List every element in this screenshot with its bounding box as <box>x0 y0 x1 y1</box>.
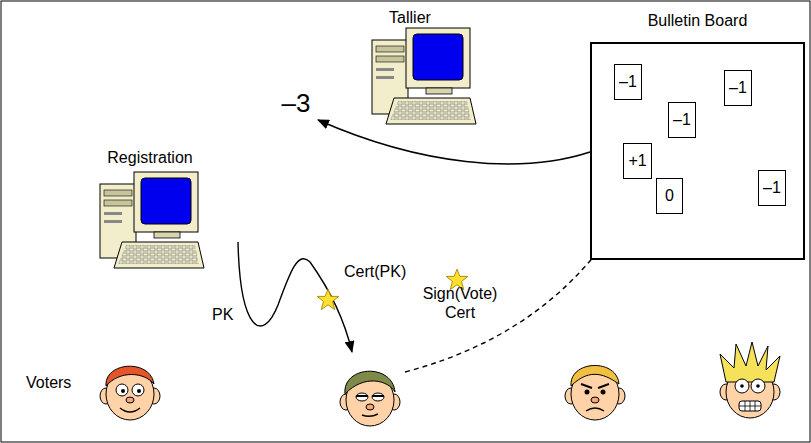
message-label: Sign(Vote) Cert <box>418 284 502 322</box>
tally-arrow <box>318 120 590 164</box>
vote-value: 0 <box>665 187 674 205</box>
tallier-computer <box>372 28 476 124</box>
vote-value: –1 <box>729 79 747 97</box>
voter-face <box>100 366 160 420</box>
registration-loop <box>238 242 352 352</box>
vote-value: +1 <box>628 152 646 170</box>
vote-value: –1 <box>673 111 691 129</box>
bulletin-board: Bulletin Board–1–1–1+1–10 <box>590 42 805 260</box>
computer-label: Registration <box>107 148 192 167</box>
board-title: Bulletin Board <box>592 12 803 30</box>
message-label: Cert(PK) <box>344 262 406 281</box>
voter-face <box>565 365 625 420</box>
registration-computer <box>100 172 204 268</box>
message-label: PK <box>212 305 233 324</box>
vote-value: –1 <box>619 73 637 91</box>
ballot-box: +1 <box>623 143 652 179</box>
group-label: Voters <box>26 373 71 392</box>
signature-star <box>317 289 339 309</box>
ballot-box: –1 <box>668 102 696 138</box>
voter-face <box>720 342 780 418</box>
ballot-box: –1 <box>758 170 786 206</box>
tally-result: –3 <box>282 88 311 118</box>
ballot-box: –1 <box>724 70 752 106</box>
ballot-box: –1 <box>614 64 642 100</box>
ballot-box: 0 <box>656 178 683 214</box>
vote-value: –1 <box>763 179 781 197</box>
voter-face <box>340 371 400 426</box>
computer-label: Tallier <box>389 8 431 27</box>
